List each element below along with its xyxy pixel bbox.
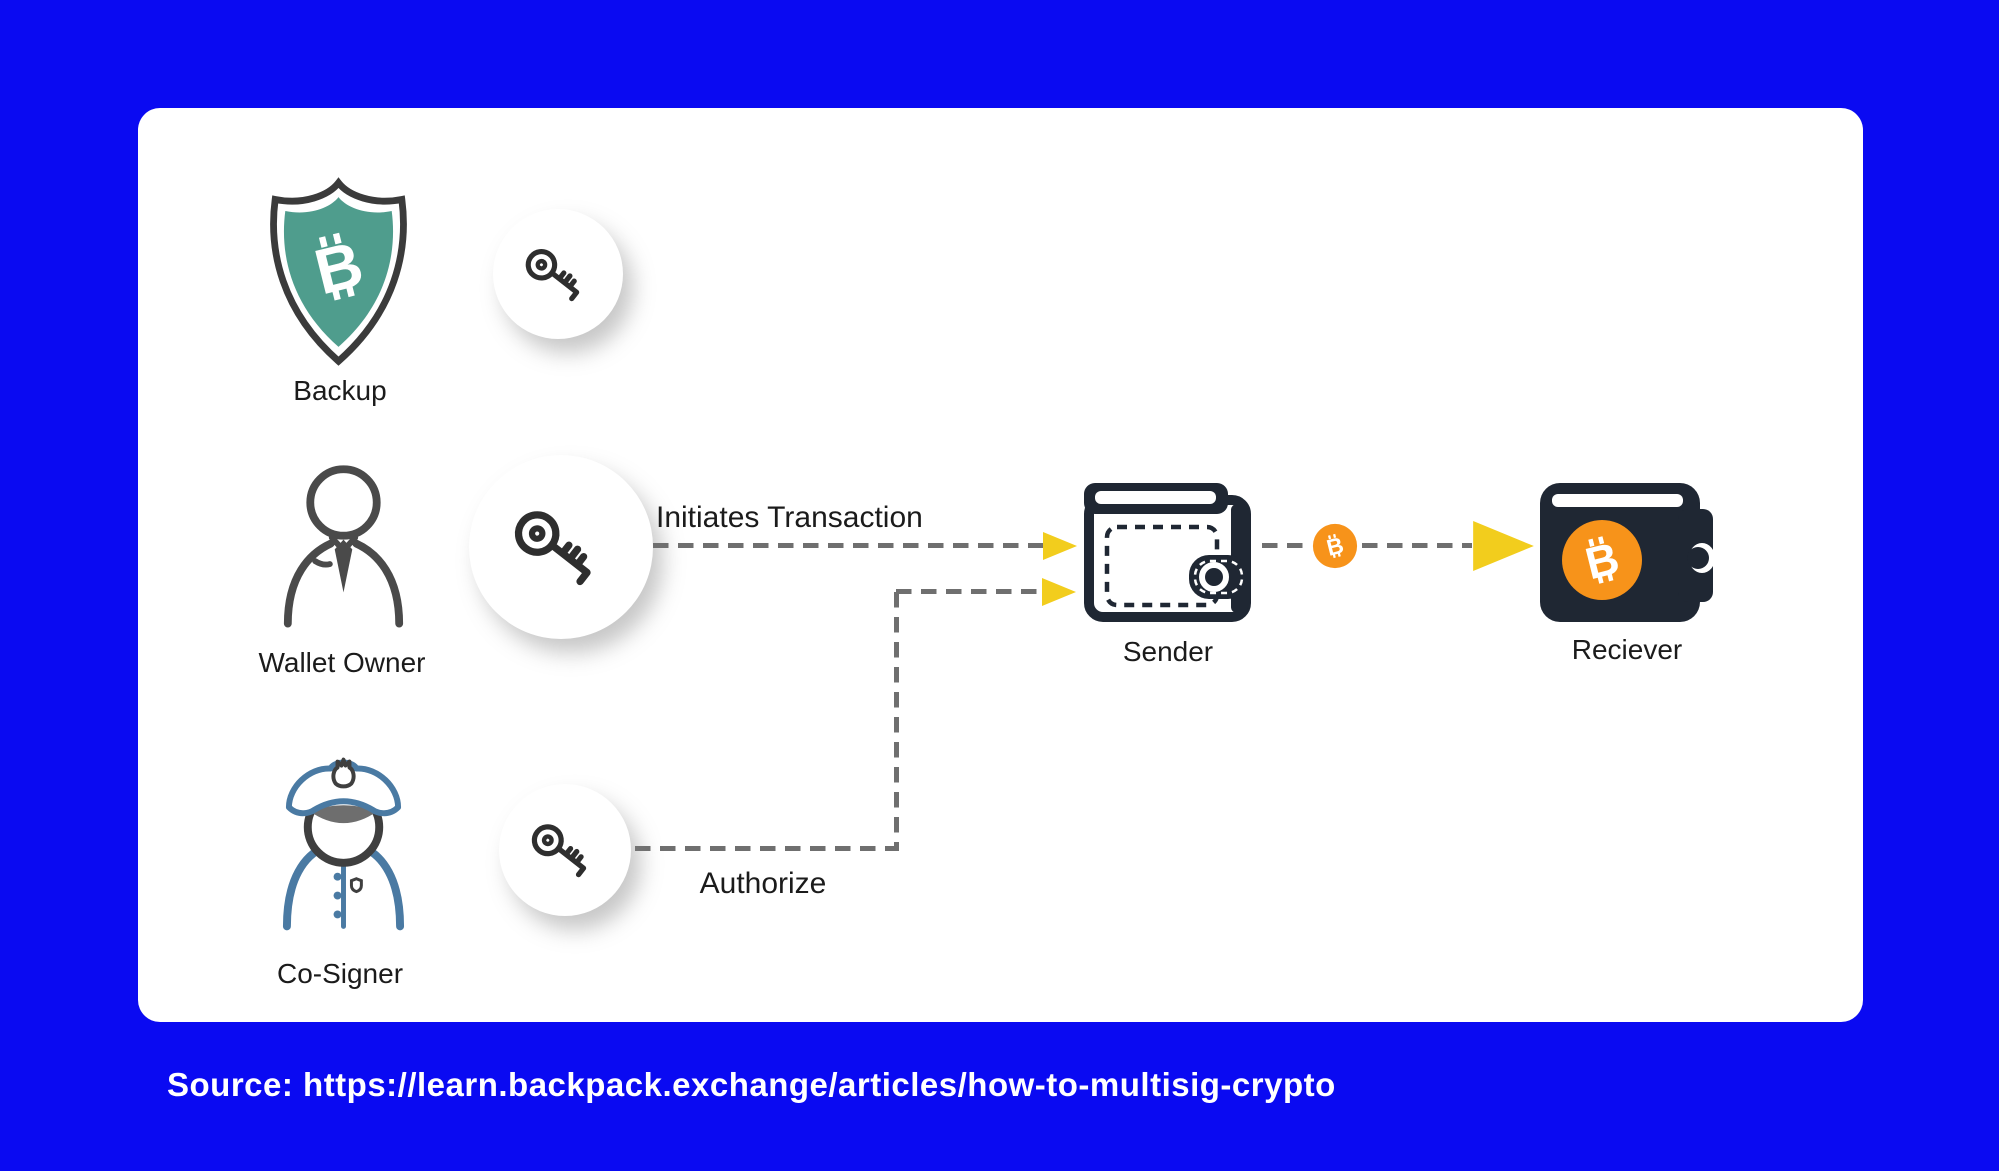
key-icon	[504, 490, 618, 604]
cosigner-key	[499, 784, 631, 916]
person-icon	[283, 465, 404, 628]
police-officer-icon	[282, 757, 405, 931]
initiate-dashed-line	[653, 543, 1043, 548]
wallet-outline-icon	[1084, 483, 1251, 622]
initiates-transaction-label: Initiates Transaction	[656, 501, 923, 534]
arrowhead-icon	[1043, 532, 1077, 560]
diagram-card: Backup Wallet Owner Initiates Transactio…	[138, 108, 1863, 1022]
co-signer-label: Co-Signer	[276, 958, 404, 989]
arrowhead-icon	[1042, 578, 1076, 606]
key-icon	[518, 234, 599, 315]
shield-bitcoin-icon	[270, 177, 407, 366]
authorize-dashed-line-vertical	[894, 592, 899, 851]
owner-key	[469, 455, 653, 639]
arrowhead-icon	[1473, 521, 1534, 571]
authorize-dashed-line-into-sender	[896, 589, 1042, 594]
sender-label: Sender	[1122, 636, 1214, 667]
wallet-filled-bitcoin-icon	[1540, 483, 1713, 622]
source-caption: Source: https://learn.backpack.exchange/…	[167, 1066, 1336, 1103]
authorize-label: Authorize	[699, 867, 827, 900]
key-icon	[524, 809, 606, 891]
transfer-dashed-line-right	[1362, 543, 1472, 548]
authorize-dashed-line-horizontal	[635, 846, 898, 851]
backup-label: Backup	[293, 375, 387, 406]
backup-key	[493, 209, 623, 339]
receiver-label: Reciever	[1571, 634, 1683, 665]
wallet-owner-label: Wallet Owner	[258, 647, 426, 678]
transfer-dashed-line-left	[1262, 543, 1312, 548]
bitcoin-coin-icon	[1312, 523, 1358, 569]
